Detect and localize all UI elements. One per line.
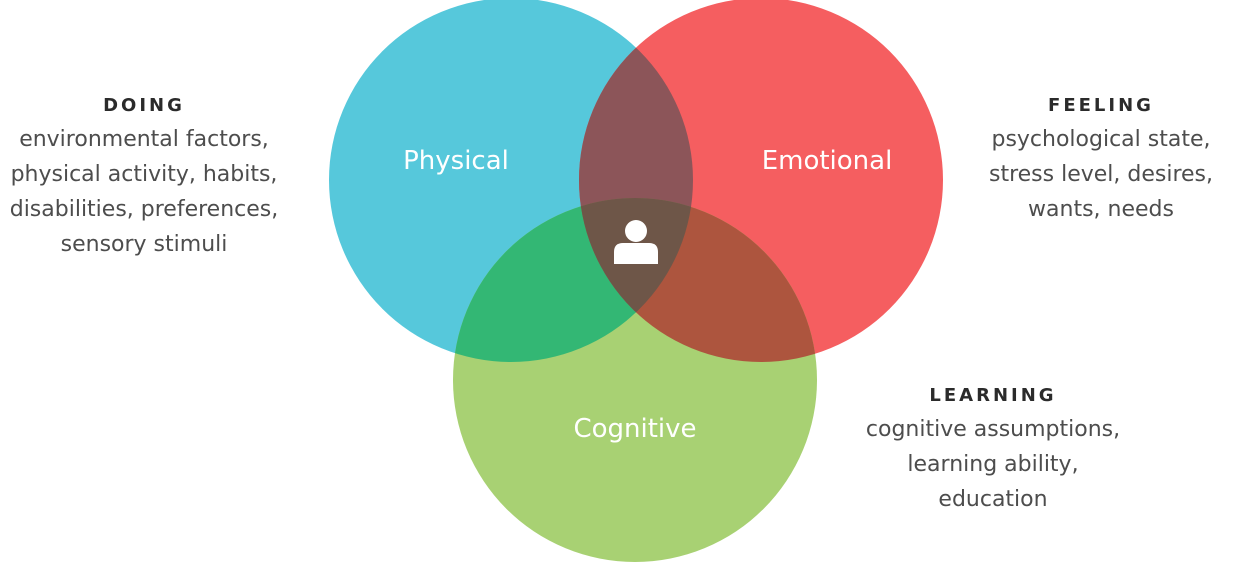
person-icon [614, 220, 658, 264]
doing-line: sensory stimuli [60, 232, 228, 257]
doing-line: environmental factors, [19, 127, 269, 152]
doing-line: disabilities, preferences, [9, 197, 279, 222]
doing-line: physical activity, habits, [10, 162, 278, 187]
doing-description: DOING environmental factors, physical ac… [0, 94, 288, 262]
physical-cognitive-overlap [453, 198, 693, 362]
learning-line: education [938, 487, 1048, 512]
feeling-line: wants, needs [1028, 197, 1174, 222]
learning-title: LEARNING [929, 385, 1057, 406]
doing-title: DOING [103, 95, 185, 116]
feeling-line: psychological state, [991, 127, 1211, 152]
emotional-label: Emotional [762, 146, 893, 176]
learning-line: learning ability, [907, 452, 1079, 477]
cognitive-label: Cognitive [573, 414, 696, 444]
emotional-cognitive-overlap [579, 198, 817, 362]
feeling-description: FEELING psychological state, stress leve… [976, 94, 1226, 227]
learning-description: LEARNING cognitive assumptions, learning… [850, 384, 1136, 517]
learning-line: cognitive assumptions, [865, 417, 1121, 442]
feeling-line: stress level, desires, [988, 162, 1214, 187]
feeling-title: FEELING [1048, 95, 1154, 116]
physical-label: Physical [403, 146, 509, 176]
